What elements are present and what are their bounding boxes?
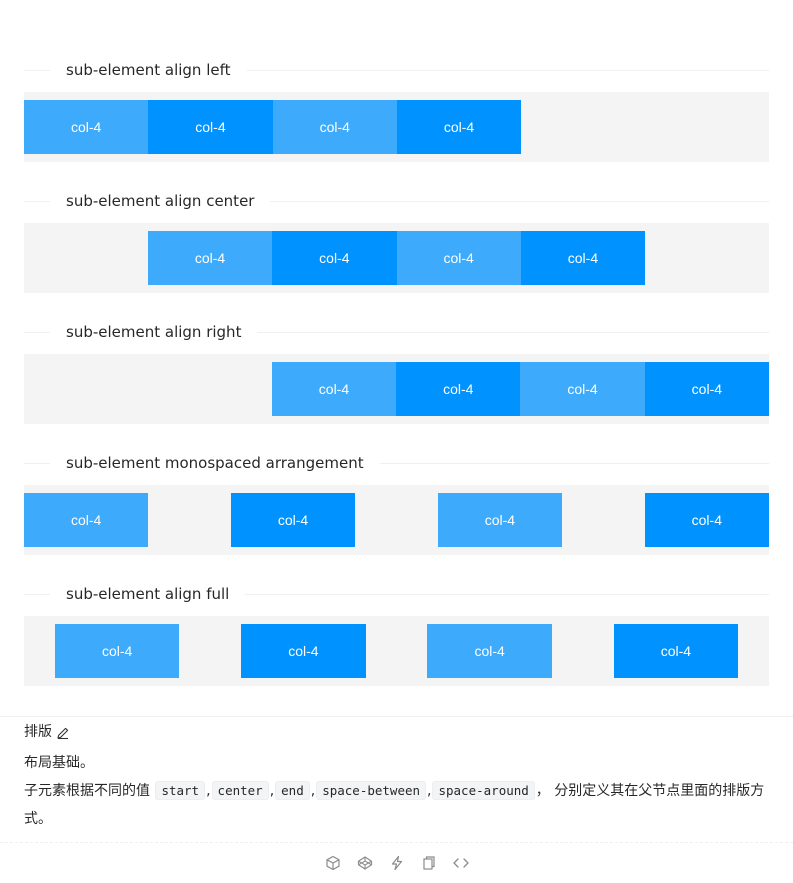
code-start: start [155, 781, 206, 800]
grid-col: col-4 [644, 362, 769, 416]
section-divider: sub-element align center [24, 179, 769, 223]
grid-col: col-4 [272, 100, 397, 154]
flex-row-around: col-4 col-4 col-4 col-4 [24, 616, 769, 686]
section-title: sub-element align full [66, 585, 230, 603]
grid-col: col-4 [24, 493, 149, 547]
grid-col: col-4 [148, 100, 273, 154]
codepen-icon[interactable] [356, 854, 374, 872]
edit-icon[interactable] [56, 725, 70, 740]
divider-line [246, 69, 769, 71]
grid-col: col-4 [271, 362, 397, 416]
section-divider: sub-element align left [24, 48, 769, 92]
section-title: sub-element monospaced arrangement [66, 454, 364, 472]
grid-col: col-4 [437, 493, 563, 547]
section-divider: sub-element align full [24, 572, 769, 616]
code-end: end [275, 781, 310, 800]
grid-col: col-4 [272, 231, 397, 285]
divider-line [257, 331, 769, 333]
description-prefix: 子元素根据不同的值 [24, 783, 150, 799]
flex-row-between: col-4 col-4 col-4 col-4 [24, 485, 769, 555]
description-body: 布局基础。 子元素根据不同的值 start,center,end,space-b… [24, 749, 774, 833]
grid-col: col-4 [520, 362, 645, 416]
description-line-1: 布局基础。 [24, 755, 94, 771]
grid-col: col-4 [396, 100, 522, 154]
stackblitz-icon[interactable] [388, 854, 406, 872]
description-title-text: 排版 [24, 724, 52, 740]
expand-code-icon[interactable] [452, 854, 470, 872]
divider-line [24, 462, 50, 464]
section-title: sub-element align left [66, 61, 231, 79]
section-title: sub-element align right [66, 323, 242, 341]
demo-description: 排版 布局基础。 子元素根据不同的值 start,center,end,spac… [0, 716, 793, 827]
grid-col: col-4 [427, 624, 552, 678]
grid-col: col-4 [396, 362, 521, 416]
grid-col: col-4 [230, 493, 356, 547]
code-space-between: space-between [316, 781, 427, 800]
divider-line [24, 69, 50, 71]
divider-line [245, 593, 769, 595]
divider-line [24, 200, 50, 202]
grid-col: col-4 [613, 624, 739, 678]
description-suffix: 分别定义其在父节点里面的排版方式。 [24, 783, 765, 827]
grid-col: col-4 [147, 231, 273, 285]
divider-line [24, 593, 50, 595]
copy-icon[interactable] [420, 854, 438, 872]
divider-line [24, 331, 50, 333]
code-box-actions [0, 842, 793, 883]
divider-line [379, 462, 769, 464]
divider-line [270, 200, 769, 202]
section-divider: sub-element monospaced arrangement [24, 441, 769, 485]
grid-col: col-4 [520, 231, 646, 285]
code-space-around: space-around [432, 781, 535, 800]
section-title: sub-element align center [66, 192, 255, 210]
grid-col: col-4 [241, 624, 366, 678]
description-line-2: 子元素根据不同的值 start,center,end,space-between… [24, 781, 765, 827]
grid-col: col-4 [396, 231, 521, 285]
codesandbox-icon[interactable] [324, 854, 342, 872]
description-title: 排版 [24, 721, 70, 743]
grid-col: col-4 [644, 493, 769, 547]
section-divider: sub-element align right [24, 310, 769, 354]
code-center: center [211, 781, 269, 800]
grid-col: col-4 [54, 624, 180, 678]
grid-col: col-4 [24, 100, 149, 154]
